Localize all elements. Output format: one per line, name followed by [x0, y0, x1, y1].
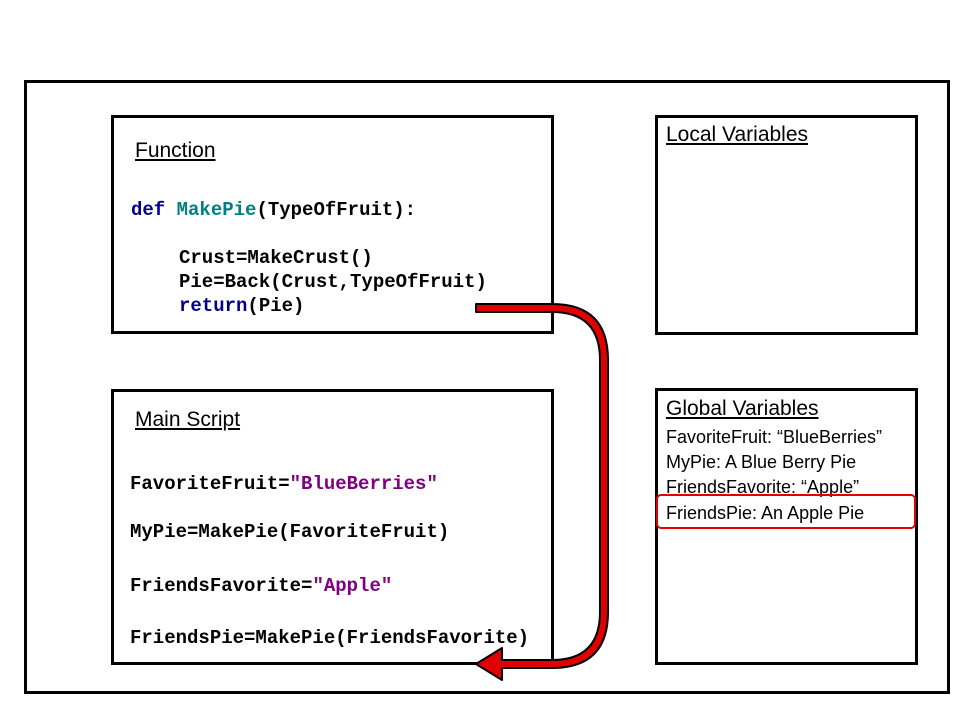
pie-line: Pie=Back(Crust,TypeOfFruit) [179, 271, 487, 293]
global-var-mypie: MyPie: A Blue Berry Pie [666, 452, 857, 472]
function-name: MakePie [176, 199, 257, 221]
main-script-title: Main Script [135, 408, 241, 431]
global-var-friends-pie: FriendsPie: An Apple Pie [666, 503, 869, 524]
function-title: Function [135, 139, 216, 162]
favorite-fruit-assign: FavoriteFruit= [130, 473, 290, 495]
return-value: (Pie) [247, 295, 305, 317]
local-variables-title: Local Variables [666, 123, 809, 146]
friends-favorite-string: "Apple" [312, 575, 393, 597]
local-variables-box [655, 115, 918, 335]
favorite-fruit-string: "BlueBerries" [289, 473, 438, 495]
function-box [111, 115, 554, 334]
friends-pie-highlight [656, 494, 916, 529]
function-def-line: def MakePie(TypeOfFruit): [131, 198, 416, 222]
favorite-fruit-line: FavoriteFruit="BlueBerries" [130, 472, 438, 496]
global-var-friends-favorite: FriendsFavorite: “Apple” [666, 477, 860, 497]
outer-frame [24, 80, 950, 694]
friends-pie-line: FriendsPie=MakePie(FriendsFavorite) [130, 627, 530, 649]
return-line: return(Pie) [179, 294, 304, 318]
global-var-favorite-fruit: FavoriteFruit: “BlueBerries” [666, 427, 883, 447]
global-variables-title: Global Variables [666, 397, 819, 420]
return-keyword: return [179, 295, 248, 317]
crust-line: Crust=MakeCrust() [179, 247, 373, 269]
friends-favorite-line: FriendsFavorite="Apple" [130, 574, 392, 598]
global-variables-box [655, 388, 918, 665]
function-params: (TypeOfFruit): [256, 199, 417, 221]
def-keyword: def [131, 199, 166, 221]
mypie-line: MyPie=MakePie(FavoriteFruit) [130, 521, 450, 543]
friends-favorite-assign: FriendsFavorite= [130, 575, 313, 597]
